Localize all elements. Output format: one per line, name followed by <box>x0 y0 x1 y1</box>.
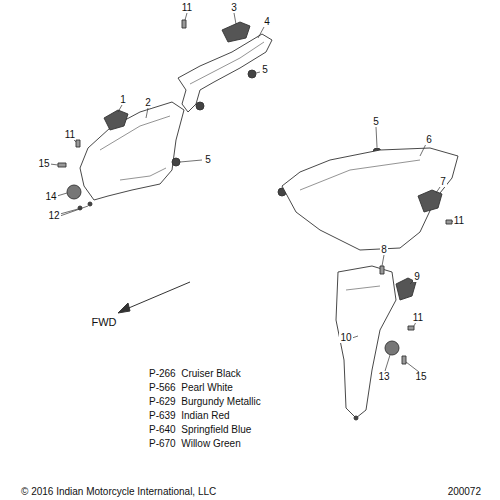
callout-number: 8 <box>380 245 388 255</box>
frame-cover <box>178 34 272 112</box>
color-code: P-566 Pearl White <box>148 383 234 393</box>
callout-number: 5 <box>261 65 269 75</box>
callout-number: 2 <box>144 98 152 108</box>
callout-number: 9 <box>413 272 421 282</box>
color-code: P-639 Indian Red <box>148 411 231 421</box>
direction-label: FWD <box>90 317 117 328</box>
side-cover-right <box>282 148 458 250</box>
color-code: P-640 Springfield Blue <box>148 425 252 435</box>
leader-lines <box>50 13 453 372</box>
callout-number: 11 <box>412 313 424 323</box>
drawing-number: 200072 <box>447 487 482 497</box>
screw <box>76 140 80 147</box>
callout-number: 5 <box>372 117 380 127</box>
callout-number: 15 <box>37 159 50 169</box>
callout-number: 3 <box>230 3 238 13</box>
callout-number: 7 <box>439 177 447 187</box>
badge <box>104 110 128 130</box>
color-code: P-266 Cruiser Black <box>148 369 242 379</box>
badge <box>418 190 442 212</box>
callout-number: 12 <box>47 211 60 221</box>
screw <box>182 20 186 28</box>
callout-number: 11 <box>64 130 76 140</box>
callout-number: 1 <box>119 95 127 105</box>
callout-number: 13 <box>377 372 390 382</box>
callout-number: 11 <box>181 3 193 13</box>
callout-number: 4 <box>263 17 271 27</box>
lower-cover <box>336 266 396 418</box>
callout-number: 10 <box>339 333 352 343</box>
callout-number: 6 <box>425 135 433 145</box>
callout-number: 5 <box>204 155 212 165</box>
color-code: P-629 Burgundy Metallic <box>148 397 262 407</box>
disc <box>67 185 81 199</box>
copyright-note: © 2016 Indian Motorcycle International, … <box>20 487 217 497</box>
grommet <box>248 70 256 78</box>
badge <box>222 22 250 42</box>
forward-arrow <box>118 282 190 313</box>
screw <box>58 163 66 167</box>
callout-number: 14 <box>44 192 57 202</box>
color-code: P-670 Willow Green <box>148 439 242 449</box>
callout-number: 11 <box>453 216 465 226</box>
side-cover-left <box>80 102 184 200</box>
callout-number: 15 <box>414 372 427 382</box>
